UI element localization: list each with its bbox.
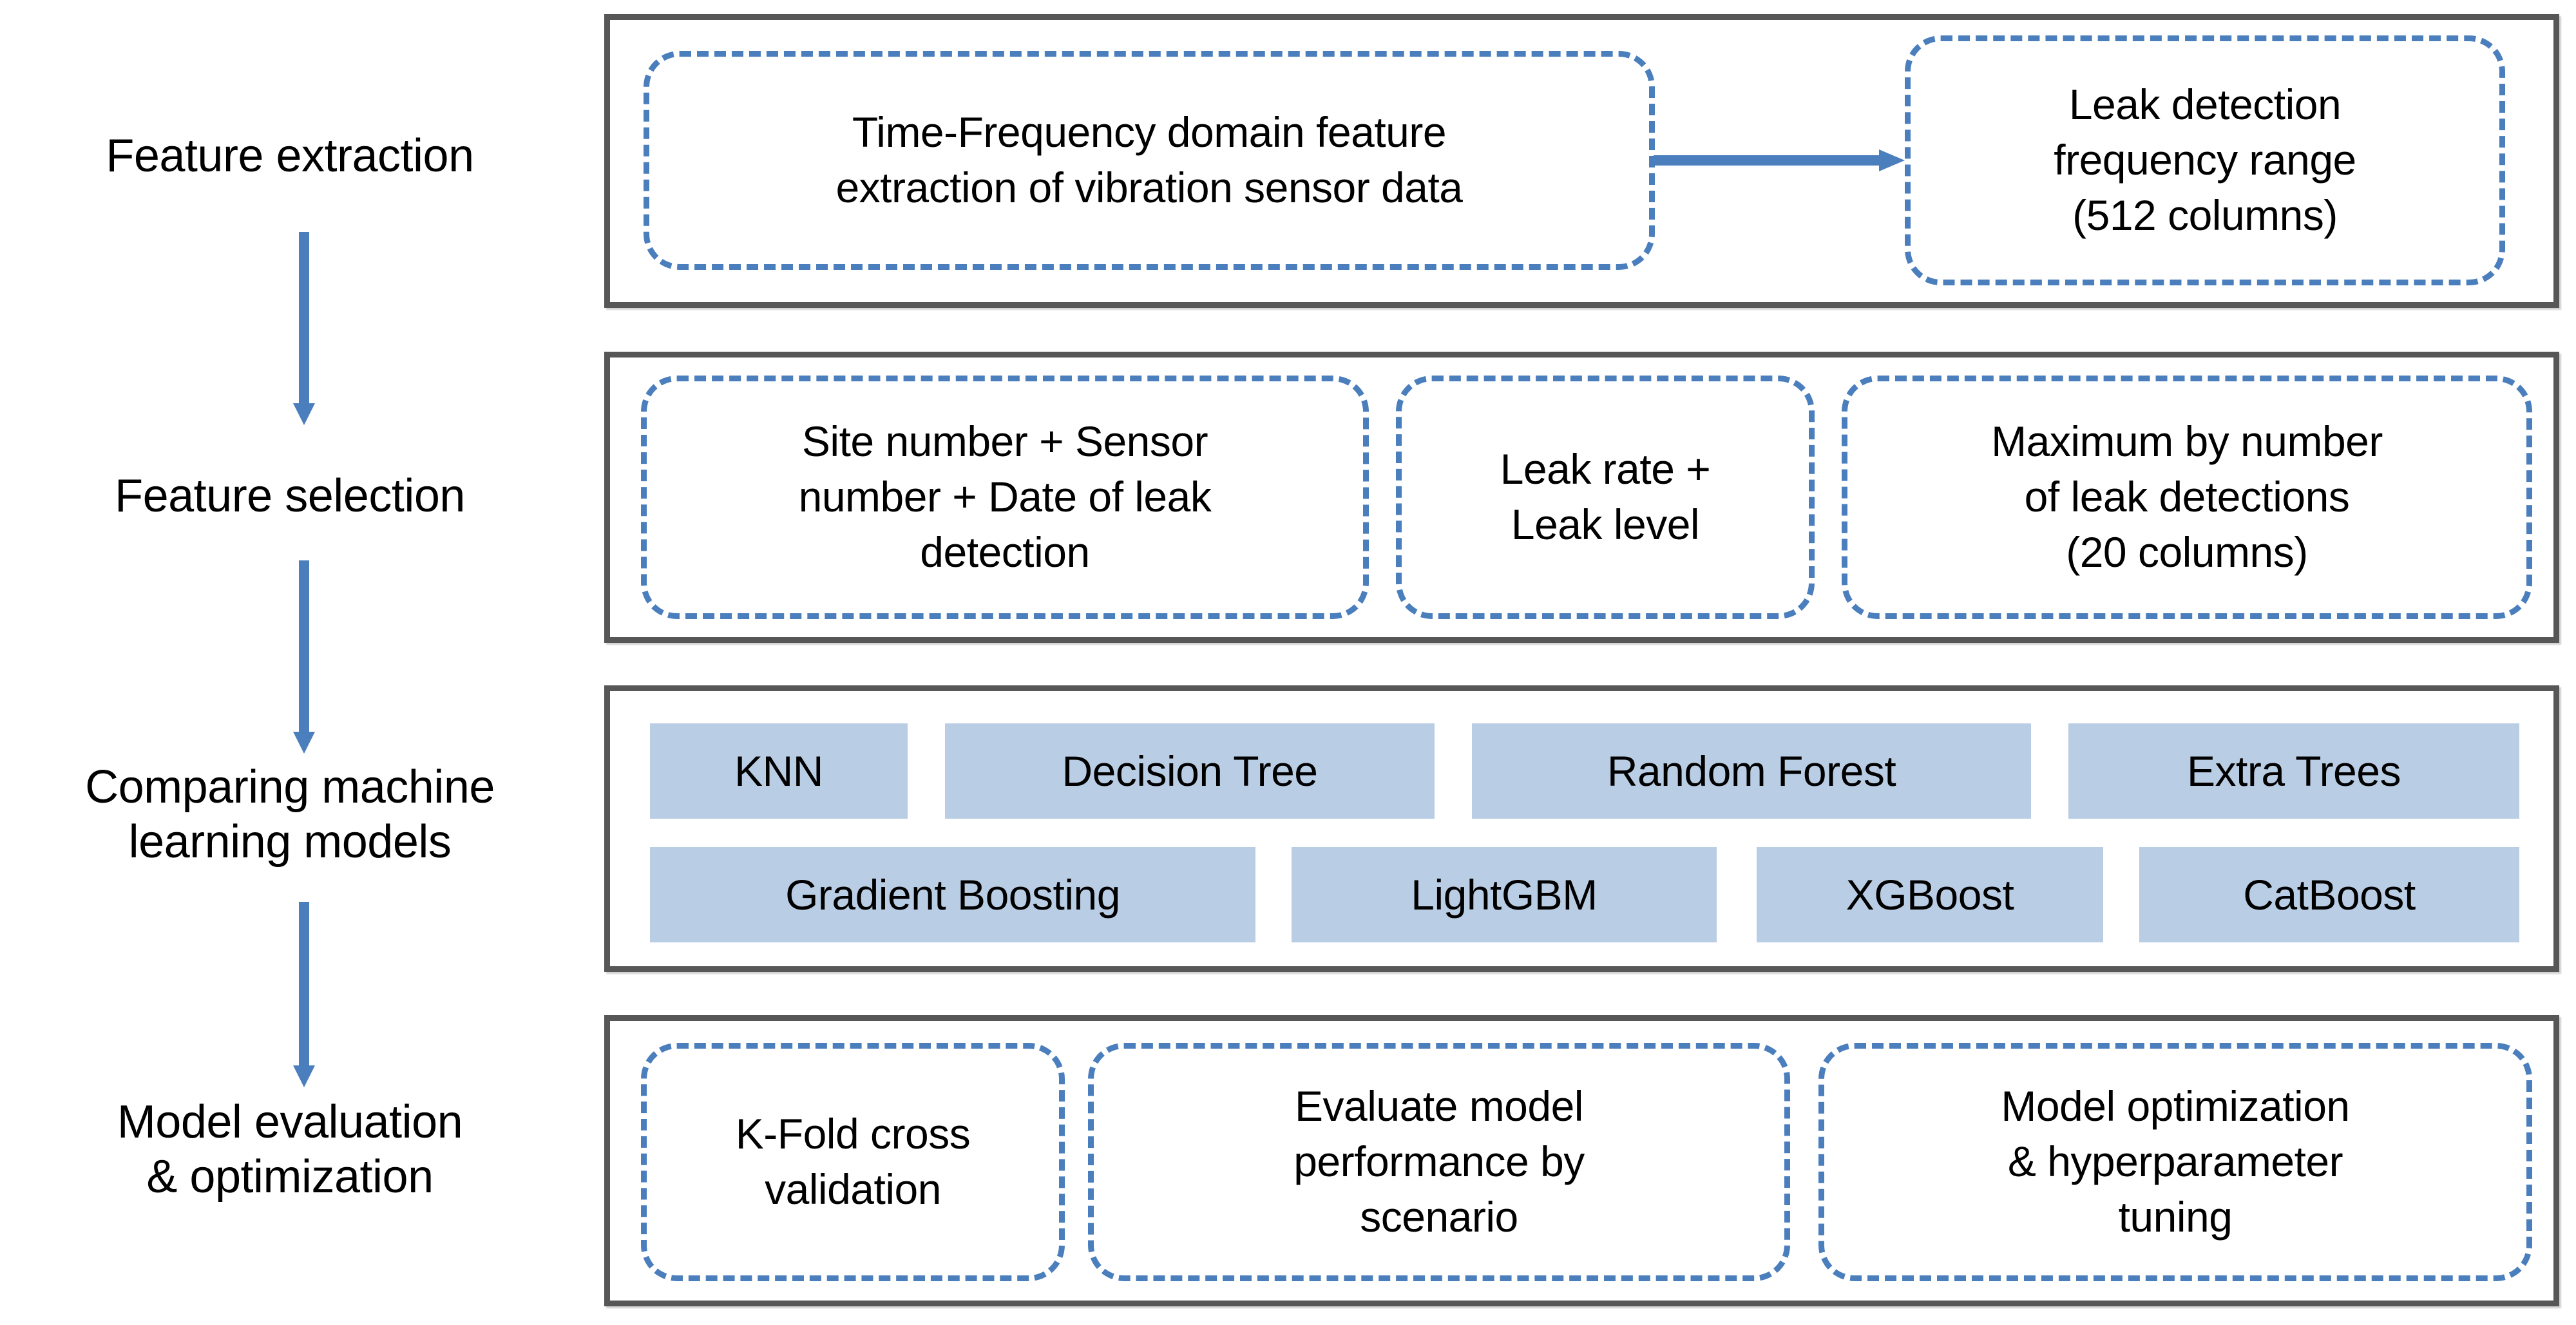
node-k-fold-cross-validation[interactable]: K-Fold cross validation: [641, 1043, 1065, 1281]
arrow-extraction-to-selection: [293, 232, 315, 425]
model-chip-knn[interactable]: KNN: [650, 723, 908, 819]
node-maximum-by-detections[interactable]: Maximum by number of leak detections (20…: [1842, 376, 2532, 619]
arrow-shaft: [299, 232, 309, 403]
stage-label-comparing-models: Comparing machine learning models: [85, 761, 495, 868]
node-tf-domain-feature-extraction[interactable]: Time-Frequency domain feature extraction…: [644, 51, 1655, 270]
arrow-selection-to-models: [293, 560, 315, 754]
node-model-optimization-tuning[interactable]: Model optimization & hyperparameter tuni…: [1818, 1043, 2532, 1281]
model-chip-extra-trees[interactable]: Extra Trees: [2068, 723, 2519, 819]
node-leak-rate-level[interactable]: Leak rate + Leak level: [1396, 376, 1815, 619]
arrow-shaft: [299, 560, 309, 732]
evaluation-section: K-Fold cross validation Evaluate model p…: [604, 1015, 2559, 1306]
arrow-models-to-evaluation: [293, 902, 315, 1089]
model-chip-gradient-boosting[interactable]: Gradient Boosting: [650, 847, 1255, 942]
arrow-extraction-to-range: [1654, 149, 1905, 171]
stage-label-model-evaluation: Model evaluation & optimization: [117, 1096, 463, 1203]
node-evaluate-by-scenario[interactable]: Evaluate model performance by scenario: [1088, 1043, 1790, 1281]
node-leak-detection-frequency-range[interactable]: Leak detection frequency range (512 colu…: [1905, 35, 2505, 285]
arrow-shaft: [299, 902, 309, 1065]
feature-selection-section: Site number + Sensor number + Date of le…: [604, 352, 2559, 643]
model-chip-random-forest[interactable]: Random Forest: [1472, 723, 2031, 819]
arrow-shaft: [1654, 155, 1880, 166]
stage-label-feature-selection: Feature selection: [115, 470, 465, 522]
model-chip-catboost[interactable]: CatBoost: [2139, 847, 2519, 942]
arrow-head: [293, 732, 315, 754]
arrow-head: [1879, 149, 1905, 171]
node-site-sensor-date[interactable]: Site number + Sensor number + Date of le…: [641, 376, 1369, 619]
arrow-head: [293, 403, 315, 425]
stage-label-feature-extraction: Feature extraction: [106, 130, 474, 182]
feature-extraction-section: Time-Frequency domain feature extraction…: [604, 14, 2559, 308]
arrow-head: [293, 1065, 315, 1087]
model-chip-xgboost[interactable]: XGBoost: [1757, 847, 2103, 942]
models-section: KNN Decision Tree Random Forest Extra Tr…: [604, 685, 2559, 972]
model-chip-decision-tree[interactable]: Decision Tree: [945, 723, 1435, 819]
model-chip-lightgbm[interactable]: LightGBM: [1292, 847, 1717, 942]
